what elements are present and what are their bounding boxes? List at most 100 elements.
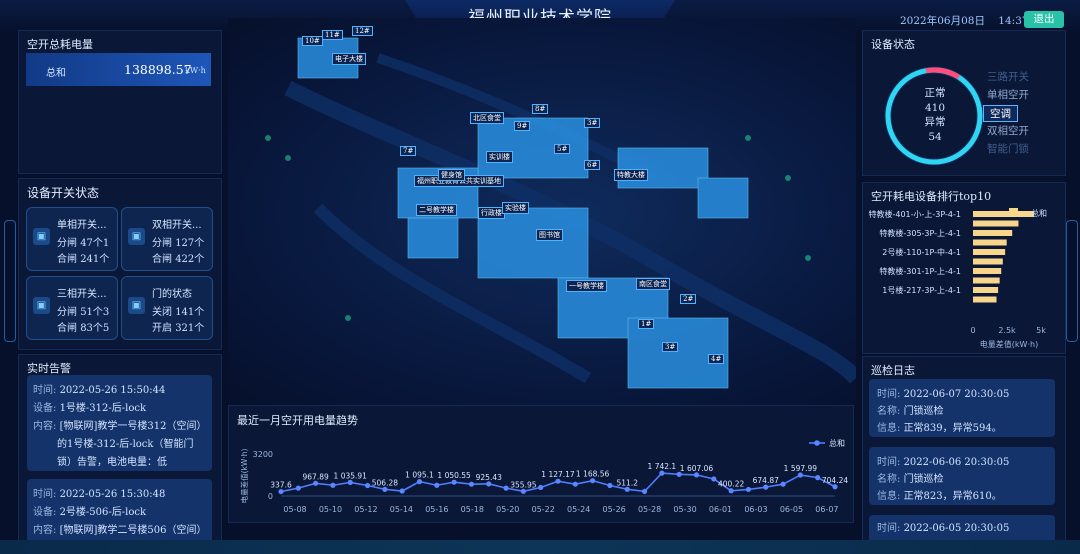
switch-line-label: 关闭 — [152, 307, 172, 318]
map-building-label[interactable]: 实验楼 — [502, 202, 529, 214]
switch-card[interactable]: ▣门的状态关闭 141个开启 321个 — [121, 276, 213, 340]
map-building-label[interactable]: 3# — [662, 342, 679, 352]
x-tick-label: 05-14 — [390, 505, 413, 514]
map-building-label[interactable]: 6# — [584, 160, 601, 170]
map-building-label[interactable]: 北区食堂 — [470, 112, 504, 124]
legend-label: 总和 — [829, 438, 845, 448]
status-list-item[interactable]: 三路开关 — [987, 71, 1029, 83]
data-label: 1 607.06 — [680, 464, 714, 473]
data-point — [624, 486, 630, 492]
y-tick-label: 3200 — [253, 450, 273, 459]
switch-card[interactable]: ▣双相开关...分闸 127个合闸 422个 — [121, 207, 213, 271]
bar — [973, 277, 1000, 284]
map-building-label[interactable]: 2# — [680, 294, 697, 304]
x-tick-label: 5k — [1036, 326, 1046, 335]
switch-line-label: 合闸 — [152, 254, 172, 265]
bar — [973, 211, 1035, 217]
bar — [973, 249, 1006, 255]
data-point — [416, 479, 423, 485]
data-point — [538, 484, 544, 491]
x-tick-label: 06-05 — [780, 505, 803, 514]
inspection-card[interactable]: 时间: 2022-06-05 20:30:05 — [869, 515, 1055, 541]
map-building-label[interactable]: 电子大楼 — [332, 53, 366, 65]
inspection-name-label: 名称: — [877, 474, 901, 485]
map-building-label[interactable]: 南区食堂 — [636, 278, 670, 290]
bar-category-label: 特教楼-401-小-上-3P-4-1 — [868, 209, 961, 219]
energy-panel: 空开总耗电量 — [18, 30, 222, 174]
map-building-label[interactable]: 健身馆 — [438, 169, 465, 181]
x-tick-label: 06-07 — [815, 505, 838, 514]
logout-button[interactable]: 退出 — [1024, 11, 1064, 28]
campus-map-graphic — [265, 37, 862, 389]
map-building-label[interactable]: 一号教学楼 — [566, 280, 607, 292]
data-point — [347, 479, 353, 486]
data-point — [503, 485, 509, 491]
map-building-label[interactable]: 4# — [708, 354, 725, 364]
switch-line-label: 合闸 — [57, 254, 77, 265]
switch-line-label: 分闸 — [57, 307, 77, 318]
switch-line-value: 422个 — [175, 254, 205, 265]
alert-time: 2022-05-26 15:50:44 — [59, 385, 166, 396]
data-label: 1 597.99 — [784, 464, 818, 473]
inspection-time: 2022-06-05 20:30:05 — [903, 523, 1010, 534]
bar-category-label: 特教楼-301-1P-上-4-1 — [879, 266, 961, 276]
inspection-info: 正常839，异常594。 — [903, 423, 1002, 434]
inspection-panel: 巡检日志 时间: 2022-06-07 20:30:05 名称: 门锁巡检 信息… — [862, 356, 1066, 542]
normal-label: 正常 — [924, 87, 946, 99]
bottom-decoration — [0, 540, 1080, 554]
status-list-item[interactable]: 空调 — [983, 105, 1018, 122]
normal-count: 410 — [924, 101, 946, 114]
inspection-card[interactable]: 时间: 2022-06-06 20:30:05 名称: 门锁巡检 信息: 正常8… — [869, 447, 1055, 505]
map-building-label[interactable]: 12# — [352, 26, 373, 36]
inspection-time-label: 时间: — [877, 523, 901, 534]
map-building-label[interactable]: 图书馆 — [536, 229, 563, 241]
x-tick-label: 05-24 — [567, 505, 590, 514]
switch-line-label: 分闸 — [57, 238, 77, 249]
switch-line-value: 47个1 — [80, 238, 110, 249]
right-edge-decoration — [1066, 220, 1078, 342]
map-building-label[interactable]: 9# — [514, 121, 531, 131]
data-point — [659, 470, 665, 476]
inspection-name: 门锁巡检 — [903, 474, 944, 485]
alert-device: 2号楼-506-后-lock — [59, 507, 147, 518]
inspection-card[interactable]: 时间: 2022-06-07 20:30:05 名称: 门锁巡检 信息: 正常8… — [869, 379, 1055, 437]
data-point — [832, 484, 838, 490]
x-tick-label: 06-01 — [709, 505, 732, 514]
map-building-label[interactable]: 7# — [400, 146, 417, 156]
data-point — [572, 481, 578, 487]
map-building-label[interactable]: 8# — [532, 104, 549, 114]
x-tick-label: 05-28 — [638, 505, 661, 514]
map-building-label[interactable]: 1# — [638, 319, 655, 329]
map-building-label[interactable]: 特教大楼 — [614, 169, 648, 181]
alert-card[interactable]: 时间: 2022-05-26 15:50:44 设备: 1号楼-312-后-lo… — [27, 375, 212, 471]
map-building-label[interactable]: 实训楼 — [486, 151, 513, 163]
alert-card[interactable]: 时间: 2022-05-26 15:30:48 设备: 2号楼-506-后-lo… — [27, 479, 212, 541]
data-label: 337.6 — [270, 481, 292, 490]
x-tick-label: 05-12 — [354, 505, 377, 514]
inspection-name: 门锁巡检 — [903, 406, 944, 417]
y-axis-label: 电量差值(kW·h) — [239, 449, 249, 504]
data-point — [763, 484, 769, 490]
status-list-item[interactable]: 单相空开 — [987, 89, 1029, 101]
x-tick-label: 05-22 — [532, 505, 555, 514]
ranking-chart: 特教楼-401-小-上-3P-4-1特教楼-305-3P-上-4-12号楼-11… — [868, 208, 1047, 349]
switch-icon: ▣ — [33, 228, 50, 245]
inspection-time-label: 时间: — [877, 457, 901, 468]
data-point — [641, 488, 648, 495]
map-building-label[interactable]: 3# — [584, 118, 601, 128]
data-label: 1 742.1 — [648, 462, 677, 471]
map-building-label[interactable]: 行政楼 — [478, 207, 505, 219]
map-building-label[interactable]: 5# — [554, 144, 571, 154]
energy-unit: kW·h — [185, 66, 206, 75]
alert-content-line: 的1号楼-312-后-lock（智能门 — [57, 439, 194, 450]
x-tick-label: 0 — [970, 326, 975, 335]
status-list-item[interactable]: 智能门锁 — [987, 143, 1029, 155]
map-building-label[interactable]: 二号教学楼 — [416, 204, 457, 216]
map-building-label[interactable]: 11# — [322, 30, 343, 40]
map-building-label[interactable]: 10# — [302, 36, 323, 46]
status-list-item[interactable]: 双相空开 — [987, 125, 1029, 137]
bar — [973, 287, 999, 293]
